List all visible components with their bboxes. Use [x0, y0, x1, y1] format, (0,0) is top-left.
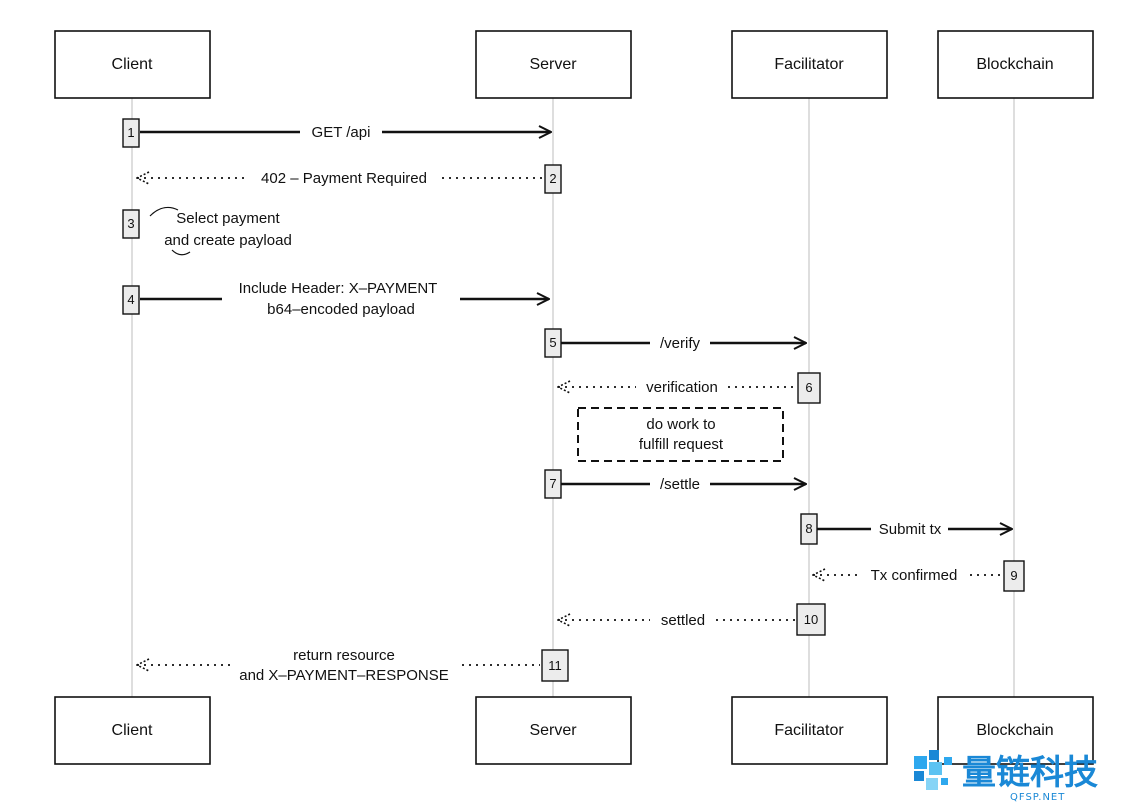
step-number: 11 — [548, 658, 562, 673]
message-label: Select payment — [176, 210, 280, 227]
step-number: 1 — [127, 125, 134, 140]
step-number: 10 — [804, 612, 818, 627]
actor-client-bottom: Client — [54, 696, 211, 765]
actor-server-bottom: Server — [475, 696, 632, 765]
step-number: 3 — [127, 216, 134, 231]
watermark-subtitle: QFSP.NET — [1010, 792, 1065, 803]
message-label: return resource — [293, 647, 395, 664]
step-marker-4: 4 — [122, 285, 140, 315]
message-select-payment: Select payment and create payload — [149, 206, 292, 256]
actor-label: Blockchain — [976, 722, 1053, 739]
message-return-resource: return resource and X–PAYMENT–RESPONSE — [137, 647, 540, 684]
note-do-work: do work to fulfill request — [577, 407, 784, 462]
step-number: 4 — [127, 292, 134, 307]
watermark-title: 量链科技 — [962, 753, 1098, 793]
message-label: GET /api — [312, 124, 371, 141]
message-label: /settle — [660, 476, 700, 493]
message-label: b64–encoded payload — [267, 301, 415, 318]
step-marker-6: 6 — [797, 372, 821, 404]
message-verification: verification — [558, 379, 796, 396]
note-label: do work to — [646, 416, 715, 433]
actor-label: Server — [529, 722, 577, 739]
step-marker-8: 8 — [800, 513, 818, 545]
message-label: and create payload — [164, 232, 292, 249]
step-marker-9: 9 — [1003, 560, 1025, 592]
message-label: and X–PAYMENT–RESPONSE — [239, 667, 449, 684]
actor-label: Blockchain — [976, 56, 1053, 73]
step-marker-10: 10 — [796, 603, 826, 636]
step-number: 8 — [805, 521, 812, 536]
message-label: /verify — [660, 335, 701, 352]
actor-label: Server — [529, 56, 577, 73]
note-label: fulfill request — [639, 436, 724, 453]
message-label: Tx confirmed — [871, 567, 958, 584]
step-number: 2 — [549, 171, 556, 186]
actor-blockchain-top: Blockchain — [937, 30, 1094, 99]
message-verify: /verify — [561, 335, 806, 352]
message-submit-tx: Submit tx — [817, 521, 1012, 538]
watermark: 量链科技 QFSP.NET — [914, 750, 1098, 803]
message-label: settled — [661, 612, 705, 629]
step-marker-1: 1 — [122, 118, 140, 148]
watermark-logo-icon — [914, 750, 952, 790]
lifelines — [131, 98, 1015, 697]
actor-facilitator-top: Facilitator — [731, 30, 888, 99]
step-marker-2: 2 — [544, 164, 562, 194]
actor-label: Facilitator — [774, 722, 844, 739]
step-marker-5: 5 — [544, 328, 562, 358]
actor-server-top: Server — [475, 30, 632, 99]
actor-label: Facilitator — [774, 56, 844, 73]
actor-label: Client — [112, 722, 153, 739]
message-label: 402 – Payment Required — [261, 170, 427, 187]
message-include-header: Include Header: X–PAYMENT b64–encoded pa… — [140, 280, 549, 318]
step-marker-3: 3 — [122, 209, 140, 239]
message-label: Include Header: X–PAYMENT — [239, 280, 438, 297]
message-settle: /settle — [561, 476, 806, 493]
message-settled: settled — [558, 612, 795, 629]
step-number: 6 — [805, 380, 812, 395]
message-get-api: GET /api — [140, 124, 551, 141]
actor-label: Client — [112, 56, 153, 73]
step-number: 9 — [1010, 568, 1017, 583]
message-label: Submit tx — [879, 521, 942, 538]
step-number: 7 — [549, 476, 556, 491]
actor-facilitator-bottom: Facilitator — [731, 696, 888, 765]
step-number: 5 — [549, 335, 556, 350]
step-marker-7: 7 — [544, 469, 562, 499]
actor-client-top: Client — [54, 30, 211, 99]
message-402-payment-required: 402 – Payment Required — [137, 170, 545, 187]
step-marker-11: 11 — [541, 649, 569, 682]
message-label: verification — [646, 379, 718, 396]
actor-blockchain-bottom: Blockchain — [937, 696, 1094, 765]
message-tx-confirmed: Tx confirmed — [813, 567, 1002, 584]
